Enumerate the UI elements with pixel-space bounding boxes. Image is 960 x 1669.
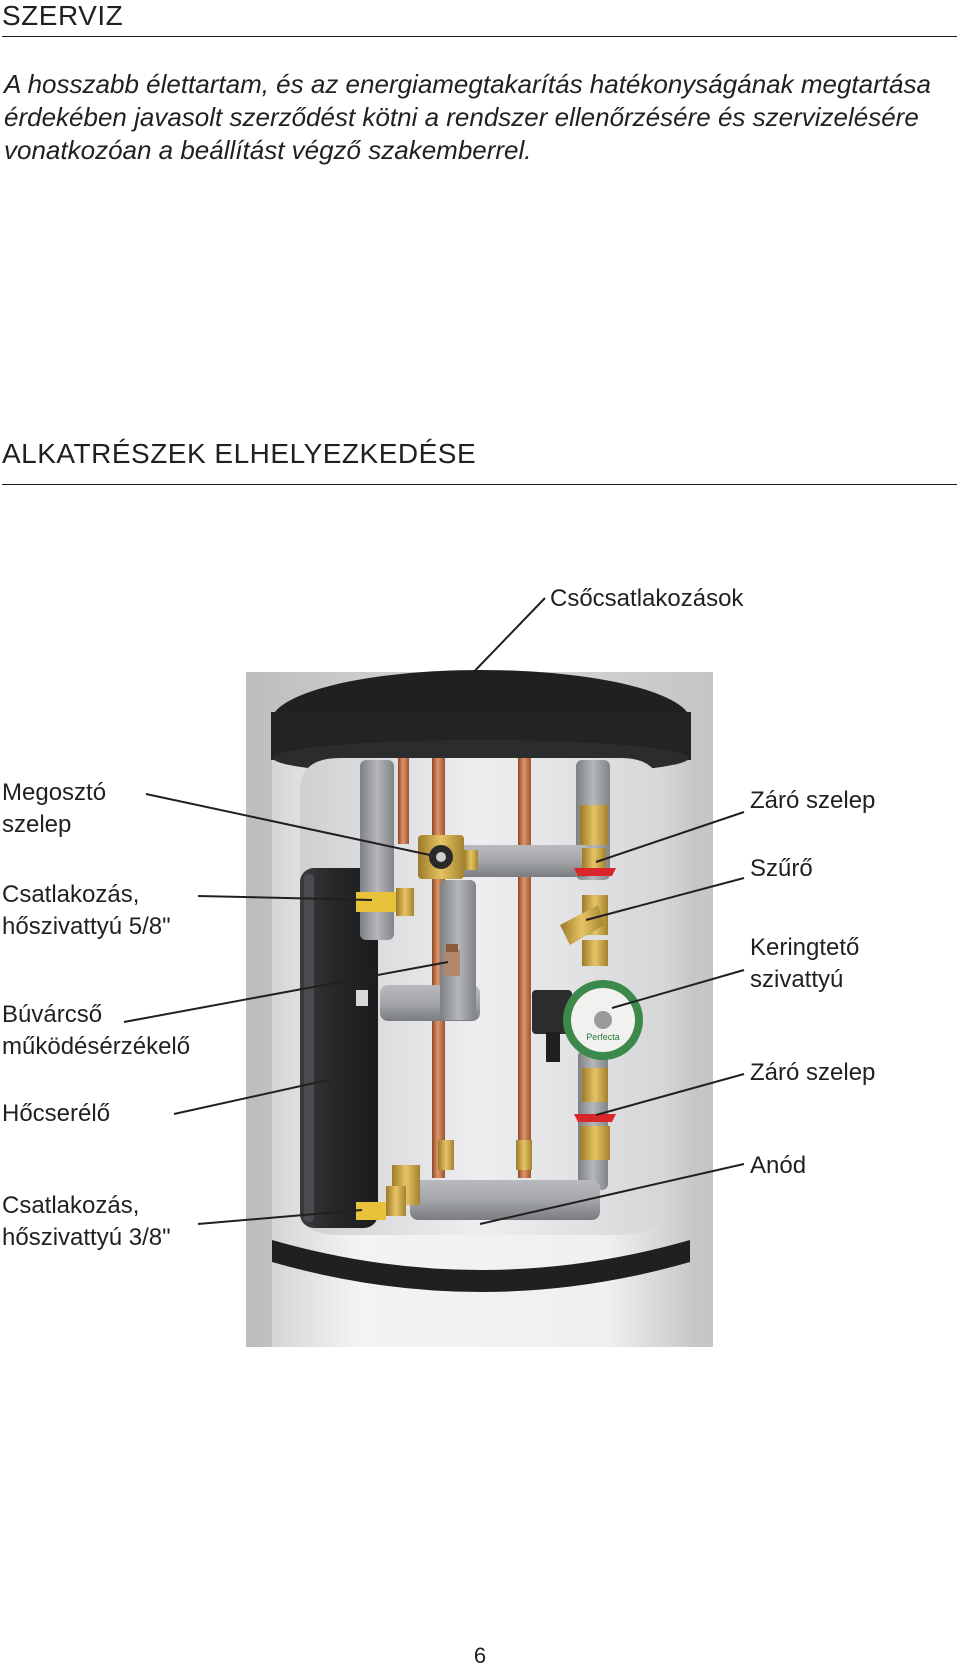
label-connection-38-line2: hőszivattyú 3/8" [2,1224,171,1251]
service-paragraph: A hosszabb élettartam, és az energiamegt… [4,69,931,165]
label-immersion-sensor-line1: Búvárcső [2,1001,103,1028]
pump-brand-text: Perfecta [586,1032,620,1042]
label-diverter-valve-line2: szelep [2,811,72,838]
label-connection-38-line1: Csatlakozás, [2,1192,140,1219]
service-title-rule [2,36,957,37]
label-shutoff-valve-bottom: Záró szelep [750,1059,876,1086]
components-title-rule [2,484,957,485]
components-section-title: ALKATRÉSZEK ELHELYEZKEDÉSE [2,438,477,469]
label-connection-58: Csatlakozás, hőszivattyú 5/8" [2,879,171,943]
page-number: 6 [473,1643,487,1668]
label-circulation-pump-line2: szivattyú [750,966,844,993]
label-heat-exchanger: Hőcserélő [2,1100,111,1127]
label-pipe-connections: Csőcsatlakozások [550,585,744,612]
label-connection-58-line2: hőszivattyú 5/8" [2,913,171,940]
label-circulation-pump: Keringtető szivattyú [750,932,859,996]
label-diverter-valve-line1: Megosztó [2,779,107,806]
label-diverter-valve: Megosztó szelep [2,777,106,841]
label-immersion-sensor-line2: működésérzékelő [2,1033,191,1060]
label-shutoff-valve-top: Záró szelep [750,787,876,814]
label-connection-38: Csatlakozás, hőszivattyú 3/8" [2,1190,171,1254]
label-circulation-pump-line1: Keringtető [750,934,860,961]
label-filter: Szűrő [750,855,813,882]
label-immersion-sensor: Búvárcső működésérzékelő [2,999,190,1063]
label-anode: Anód [750,1152,807,1179]
label-connection-58-line1: Csatlakozás, [2,881,140,908]
service-section-title: SZERVIZ [2,0,124,31]
